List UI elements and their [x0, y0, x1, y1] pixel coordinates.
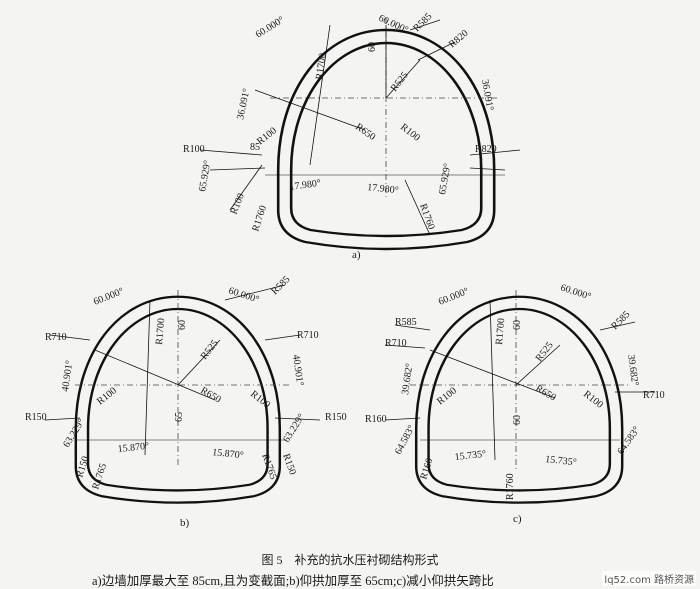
panel-c-label-15: R710: [643, 390, 665, 401]
panel-b-label-3: R585: [269, 274, 292, 297]
panel-b-label-9: 40.901°: [60, 360, 75, 393]
panel-b-label-15: R150: [25, 412, 47, 423]
panel-c-label-20: 15.735°: [545, 454, 577, 468]
panel-c-label-3: R585: [395, 317, 417, 328]
panel-c-sublabel: c): [513, 513, 522, 525]
figure-caption-title: 图 5 补充的抗水压衬砌结构形式: [261, 553, 439, 567]
panel-a-label-13: 85: [250, 142, 260, 153]
panel-c: 60.000° 60.000° R585 R585 R710 R1700 60 …: [365, 282, 665, 525]
panel-c-label-4: R585: [609, 309, 632, 332]
panel-b-label-5: R710: [297, 330, 319, 341]
panel-b-label-20: 15.870°: [212, 447, 244, 461]
panel-b-label-8: R525: [199, 338, 221, 362]
panel-a-label-2: 60.000°: [377, 13, 410, 36]
panel-c-label-12: R100: [435, 385, 459, 407]
panel-b-label-18: 63.229°: [281, 412, 307, 445]
panel-c-label-19: 15.735°: [454, 449, 486, 463]
panel-b-label-7: 60: [177, 320, 188, 330]
panel-b-label-24: R150: [280, 452, 298, 476]
panel-c-label-5: R710: [385, 338, 407, 349]
panel-b-label-4: R710: [45, 332, 67, 343]
panel-c-label-14: 60: [512, 415, 523, 425]
panel-b-sublabel: b): [180, 517, 190, 529]
panel-c-label-22: R1760: [505, 473, 516, 500]
panel-a-label-3: R585: [411, 11, 434, 34]
panel-a-sublabel: a): [352, 249, 361, 261]
figure-caption-description: a)边墙加厚最大至 85cm,且为变截面;b)仰拱加厚至 65cm;c)减小仰拱…: [92, 574, 494, 588]
panel-a-label-12: R100: [398, 122, 422, 144]
panel-a-label-20: R100: [229, 192, 247, 216]
panel-b-label-6: R1700: [154, 318, 167, 346]
panel-c-label-11: R650: [534, 383, 558, 403]
panel-a-label-1: 60.000°: [254, 15, 287, 41]
panel-b-label-16: R150: [325, 412, 347, 423]
panel-c-label-17: 64.583°: [393, 423, 418, 456]
panel-a-label-5: R1700: [314, 52, 329, 80]
panel-b-label-17: 63.229°: [61, 417, 87, 450]
panel-c-label-13: R100: [581, 389, 605, 411]
panel-c-label-18: 64.583°: [615, 425, 642, 457]
watermark: lq52.com 路桥资源: [602, 571, 696, 586]
panel-a-label-21: R1760: [250, 204, 269, 233]
panel-a-label-9: 36.091°: [479, 79, 495, 112]
panel-a-label-18: 17.980°: [289, 178, 322, 193]
panel-a-label-17: 65.929°: [437, 163, 453, 196]
panel-b-label-1: 60.000°: [92, 286, 125, 308]
panel-b-label-22: R1765: [90, 462, 109, 491]
panel-a-label-8: 36.091°: [235, 88, 252, 121]
panel-a-label-16: 65.929°: [197, 160, 213, 193]
panel-b-label-13: R100: [248, 389, 272, 411]
panel-a-label-14: R100: [183, 144, 205, 155]
panel-a-label-22: R1760: [417, 202, 436, 231]
panel-c-label-16: R160: [365, 414, 387, 425]
panel-a-label-19: 17.980°: [367, 182, 399, 196]
panel-c-label-2: 60.000°: [559, 282, 592, 302]
panel-b-label-10: 40.901°: [290, 354, 305, 387]
panel-c-label-1: 60.000°: [437, 286, 470, 308]
panel-c-label-10: 39.682°: [625, 354, 640, 387]
panel-a: 60.000° 60.000° R585 R820 R1700 60 R525 …: [183, 11, 521, 261]
panel-c-label-9: 39.682°: [400, 363, 415, 396]
panel-b-label-11: R650: [199, 385, 223, 405]
panel-c-label-7: 60: [512, 320, 523, 330]
panel-b: 60.000° 60.000° R585 R710 R710 R1700 60 …: [25, 274, 347, 529]
panel-a-label-4: R820: [447, 28, 471, 50]
panel-a-label-15: R820: [475, 144, 497, 155]
panel-b-label-19: 15.870°: [117, 441, 149, 455]
panel-a-label-10: R650: [353, 121, 377, 142]
panel-b-label-2: 60.000°: [227, 285, 260, 305]
panel-b-label-12: R100: [95, 385, 119, 407]
panel-c-label-6: R1700: [494, 318, 507, 346]
panel-b-label-14: 65: [174, 412, 185, 422]
panel-a-label-6: 60: [367, 42, 378, 52]
